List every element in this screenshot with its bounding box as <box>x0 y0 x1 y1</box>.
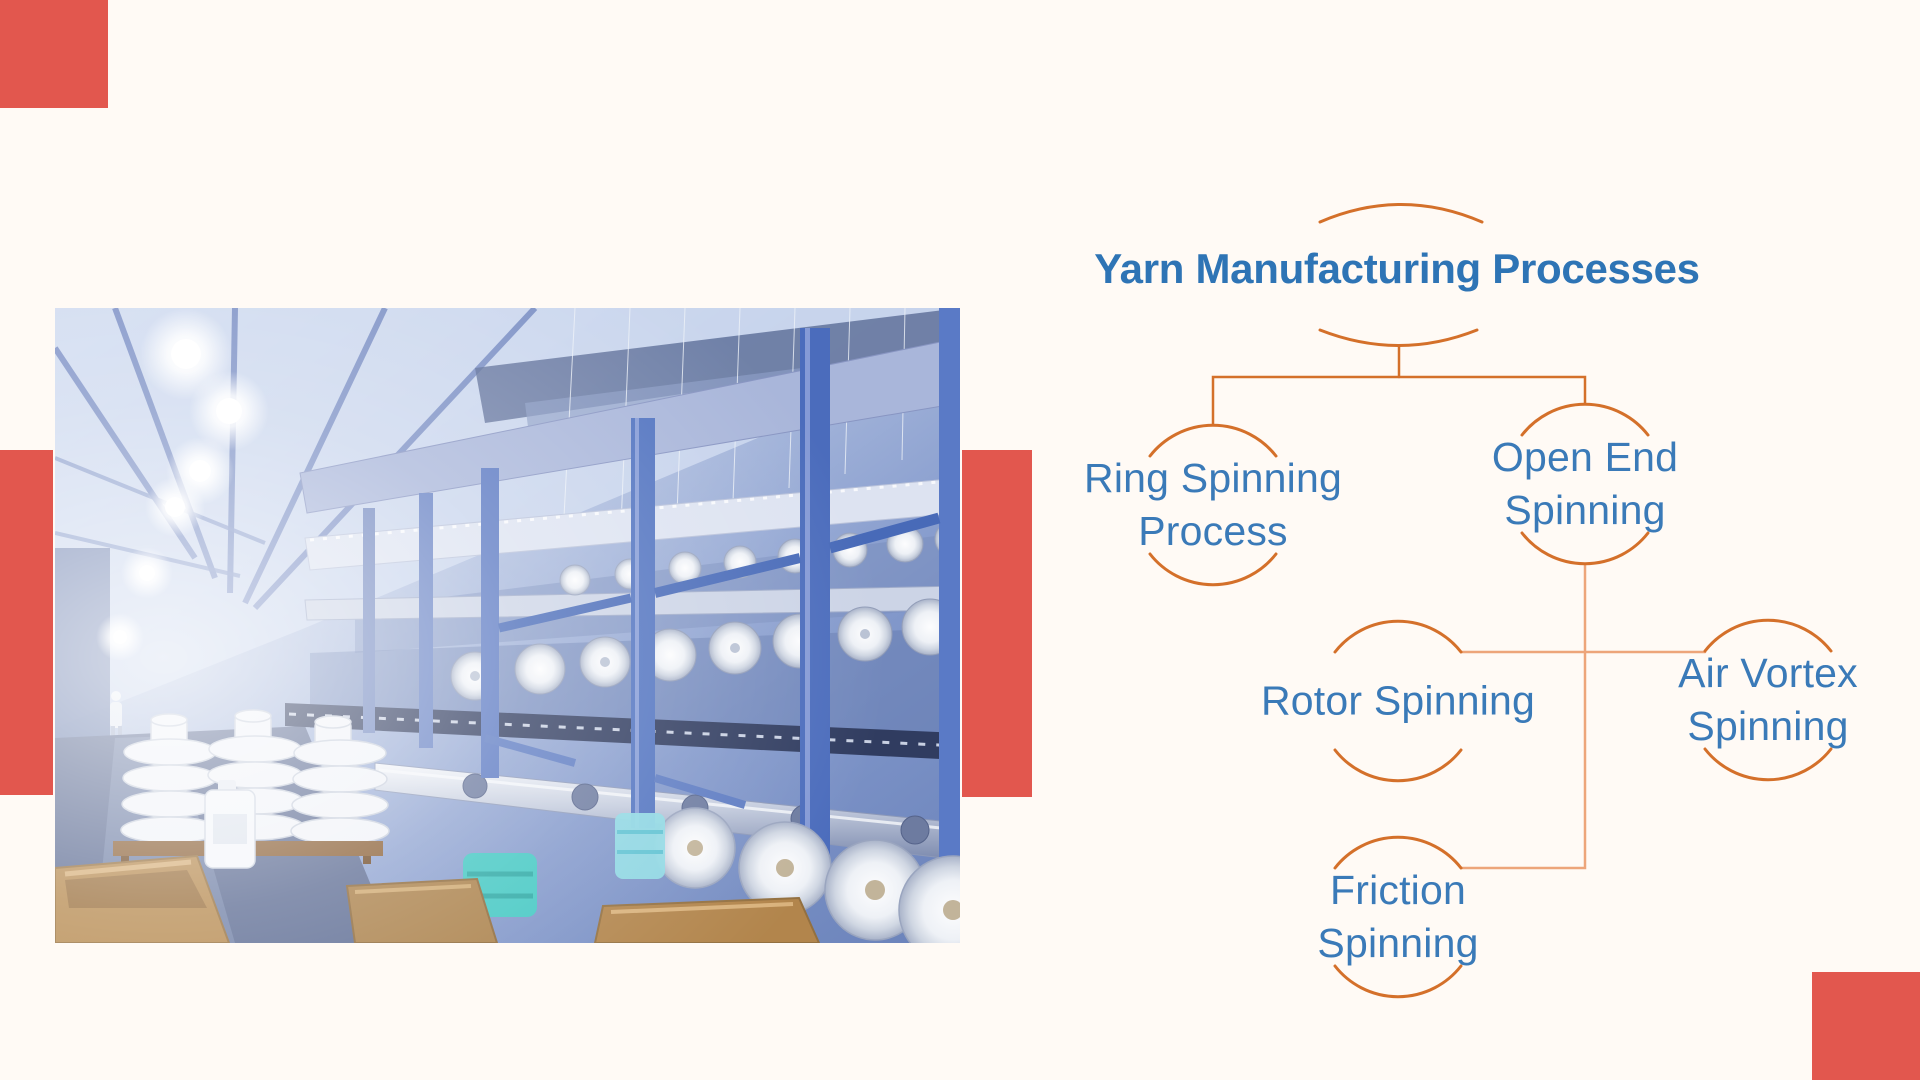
node-label-line: Friction <box>1329 867 1466 913</box>
decor-red-square-bottom-right <box>1812 972 1920 1080</box>
node-friction-spinning: Friction Spinning <box>1317 864 1478 970</box>
node-label-line: Air Vortex <box>1678 650 1858 696</box>
rotor-node-bottom-arc <box>1333 748 1463 783</box>
title-bottom-arc <box>1318 328 1479 347</box>
decor-red-strip-left <box>0 450 53 795</box>
rotor-node-top-arc <box>1333 619 1463 654</box>
diagram-title: Yarn Manufacturing Processes <box>1094 245 1700 292</box>
node-air-vortex-spinning: Air Vortex Spinning <box>1678 647 1858 753</box>
node-rotor-spinning: Rotor Spinning <box>1261 675 1535 728</box>
air-vortex-node-bottom-arc <box>1703 747 1833 782</box>
node-ring-spinning-process: Ring Spinning Process <box>1084 452 1342 558</box>
node-label-line: Rotor Spinning <box>1260 677 1536 724</box>
ring-node-bottom-arc <box>1148 552 1278 587</box>
light-haze <box>55 308 960 943</box>
factory-photo-illustration <box>55 308 960 943</box>
factory-photo <box>55 308 960 943</box>
node-label-line: Process <box>1138 508 1288 554</box>
node-label-line: Spinning <box>1504 487 1666 533</box>
node-open-end-spinning: Open End Spinning <box>1492 431 1678 537</box>
decor-red-square-top-left <box>0 0 108 108</box>
node-label-line: Spinning <box>1317 920 1479 966</box>
open-end-node-bottom-arc <box>1520 531 1650 566</box>
node-label-line: Open End <box>1491 434 1679 480</box>
decor-red-strip-photo-right <box>962 450 1032 797</box>
node-label-line: Ring Spinning <box>1084 455 1342 501</box>
node-label-line: Spinning <box>1687 703 1849 749</box>
friction-node-bottom-arc <box>1333 964 1463 999</box>
title-top-arc <box>1318 203 1484 224</box>
branch-connector <box>1211 375 1587 427</box>
